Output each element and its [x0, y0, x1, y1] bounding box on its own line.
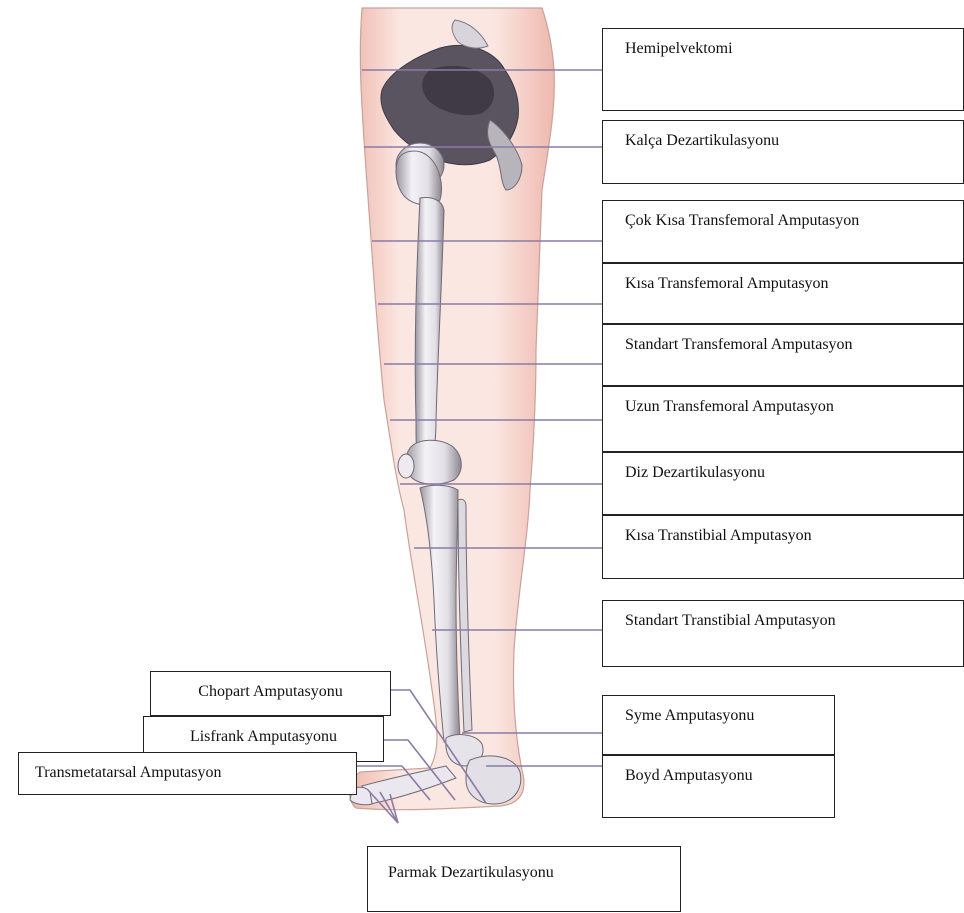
label-kisa-transfemoral: Kısa Transfemoral Amputasyon [602, 263, 964, 324]
label-text: Chopart Amputasyonu [198, 683, 342, 700]
label-text: Hemipelvektomi [625, 40, 733, 57]
label-text: Transmetatarsal Amputasyon [35, 764, 222, 781]
label-text: Boyd Amputasyonu [625, 767, 753, 784]
label-text: Uzun Transfemoral Amputasyon [625, 398, 834, 415]
label-text: Çok Kısa Transfemoral Amputasyon [625, 212, 859, 229]
label-text: Syme Amputasyonu [625, 707, 754, 724]
label-text: Kısa Transtibial Amputasyon [625, 527, 812, 544]
label-standart-transfemoral: Standart Transfemoral Amputasyon [602, 324, 964, 386]
label-text: Parmak Dezartikulasyonu [388, 864, 554, 881]
label-boyd: Boyd Amputasyonu [602, 755, 835, 818]
label-text: Standart Transfemoral Amputasyon [625, 336, 853, 353]
label-text: Diz Dezartikulasyonu [625, 464, 765, 481]
label-standart-transtibial: Standart Transtibial Amputasyon [602, 600, 964, 667]
label-cok-kisa-transfemoral: Çok Kısa Transfemoral Amputasyon [602, 200, 964, 263]
calcaneus [466, 756, 521, 804]
label-text: Standart Transtibial Amputasyon [625, 612, 836, 629]
label-hemipelvektomi: Hemipelvektomi [602, 28, 964, 111]
label-kalca-dezartikulasyonu: Kalça Dezartikulasyonu [602, 120, 964, 184]
label-text: Kalça Dezartikulasyonu [625, 132, 779, 149]
label-parmak-dezartikulasyonu: Parmak Dezartikulasyonu [367, 846, 681, 912]
label-text: Kısa Transfemoral Amputasyon [625, 275, 829, 292]
label-syme: Syme Amputasyonu [602, 695, 835, 755]
patella [398, 454, 414, 478]
label-text: Lisfrank Amputasyonu [190, 728, 337, 745]
label-uzun-transfemoral: Uzun Transfemoral Amputasyon [602, 386, 964, 452]
label-diz-dezartikulasyonu: Diz Dezartikulasyonu [602, 452, 964, 515]
label-kisa-transtibial: Kısa Transtibial Amputasyon [602, 515, 964, 579]
label-chopart: Chopart Amputasyonu [150, 671, 391, 716]
label-transmetatarsal: Transmetatarsal Amputasyon [18, 752, 357, 795]
